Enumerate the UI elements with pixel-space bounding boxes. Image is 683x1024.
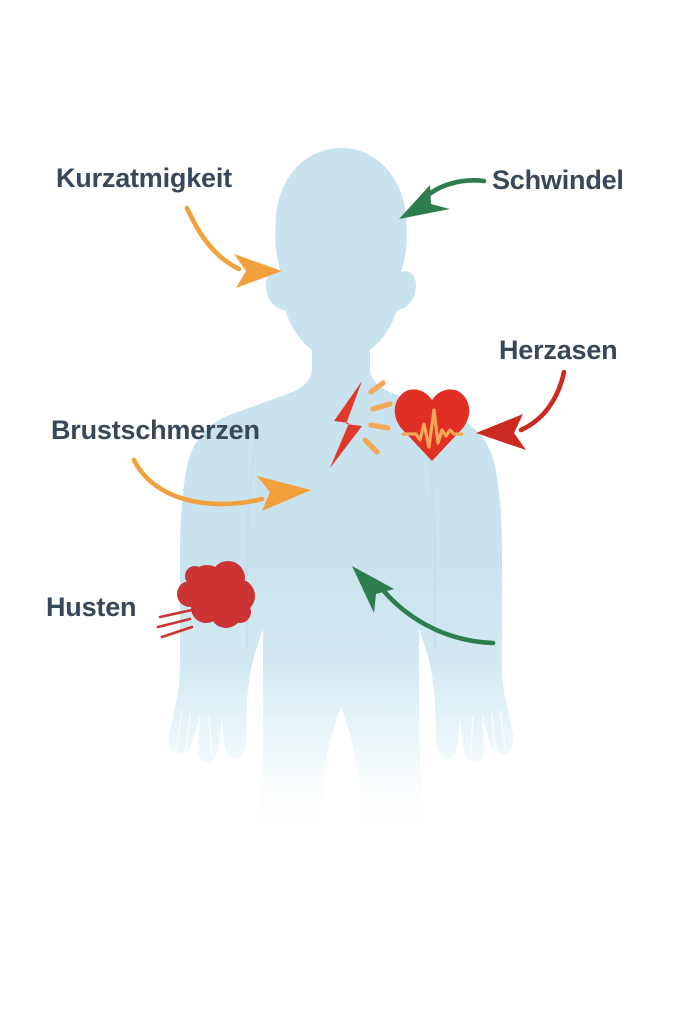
brustschmerzen-arrow-head [257, 476, 311, 511]
herzasen-arrow-head [476, 414, 526, 450]
right-hand-details [469, 711, 507, 757]
left-hand-details [175, 711, 213, 757]
green-curved-arrow-to-head [399, 178, 487, 219]
lightning-bolt-icon [330, 380, 393, 468]
label-husten: Husten [46, 592, 137, 622]
label-herzasen: Herzasen [499, 335, 618, 365]
cough-motion-lines [156, 608, 194, 639]
herzasen-arrow-shaft [518, 369, 567, 433]
cough-cloud-icon [156, 561, 255, 639]
kurzatmigkeit-arrow-shaft [184, 205, 242, 272]
cough-cloud-shape [177, 561, 255, 628]
label-kurzatmigkeit: Kurzatmigkeit [56, 163, 232, 193]
label-schwindel: Schwindel [492, 165, 624, 195]
abdomen-arrow-shaft [379, 586, 496, 646]
orange-curved-arrow-to-head [184, 205, 282, 288]
green-curved-arrow-to-abdomen [352, 566, 496, 646]
lightning-rays [362, 380, 393, 455]
schwindel-arrow-head [399, 185, 450, 219]
red-curved-arrow-to-heart [476, 369, 567, 450]
label-brustschmerzen: Brustschmerzen [51, 415, 260, 445]
heart-ecg-icon [394, 389, 470, 461]
abdomen-arrow-head [352, 566, 394, 613]
orange-curved-arrow-to-chest [131, 457, 311, 511]
ecg-line [401, 408, 464, 449]
brustschmerzen-arrow-shaft [131, 457, 265, 507]
head-neck-torso-legs-path [168, 148, 514, 845]
kurzatmigkeit-arrow-head [234, 254, 282, 288]
